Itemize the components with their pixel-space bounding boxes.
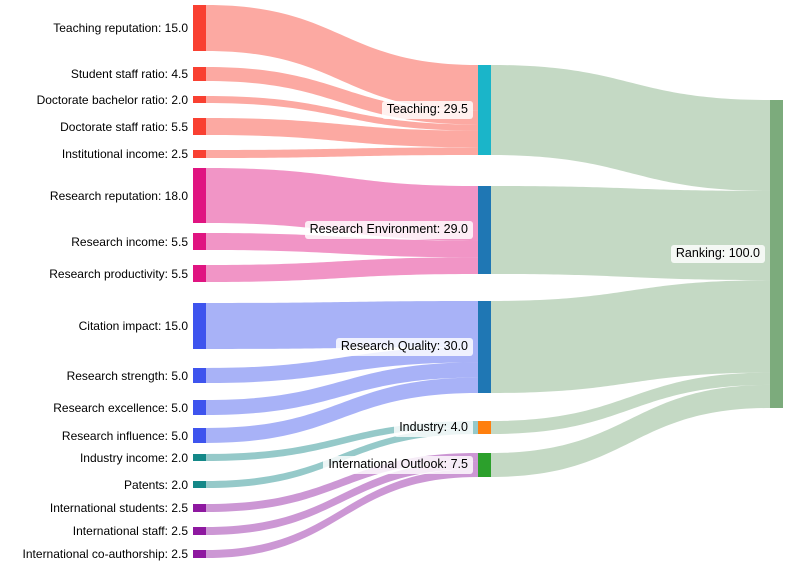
node-label-research_productivity: Research productivity: 5.5 — [49, 266, 188, 281]
node-label-industry: Industry: 4.0 — [394, 418, 473, 437]
sankey-node-international_staff[interactable] — [193, 527, 206, 535]
node-label-student_staff_ratio: Student staff ratio: 4.5 — [70, 67, 188, 81]
sankey-node-research_reputation[interactable] — [193, 168, 206, 223]
sankey-link-international_staff-to-international_outlook[interactable] — [206, 461, 478, 535]
node-label-industry_income: Industry income: 2.0 — [79, 450, 188, 465]
sankey-node-student_staff_ratio[interactable] — [193, 67, 206, 81]
sankey-link-international_coauthorship-to-international_outlook[interactable] — [206, 469, 478, 558]
sankey-node-research_income[interactable] — [193, 233, 206, 250]
node-label-citation_impact: Citation impact: 15.0 — [78, 319, 188, 333]
sankey-link-institutional_income-to-teaching[interactable] — [206, 147, 478, 158]
sankey-node-international_outlook[interactable] — [478, 453, 491, 477]
sankey-node-teaching[interactable] — [478, 65, 491, 155]
sankey-link-teaching-to-ranking[interactable] — [491, 65, 770, 191]
sankey-node-research_excellence[interactable] — [193, 400, 206, 415]
node-label-research_excellence: Research excellence: 5.0 — [53, 400, 188, 415]
node-label-research_environment: Research Environment: 29.0 — [304, 221, 473, 239]
sankey-link-citation_impact-to-research_quality[interactable] — [206, 301, 478, 349]
sankey-link-research_quality-to-ranking[interactable] — [491, 280, 770, 393]
sankey-node-international_students[interactable] — [193, 504, 206, 512]
node-label-research_strength: Research strength: 5.0 — [66, 368, 188, 383]
sankey-link-international_outlook-to-ranking[interactable] — [491, 384, 770, 477]
sankey-link-doctorate_bachelor_ratio-to-teaching[interactable] — [206, 96, 478, 131]
sankey-link-industry-to-ranking[interactable] — [491, 372, 770, 434]
sankey-link-international_students-to-international_outlook[interactable] — [206, 453, 478, 512]
node-label-research_influence: Research influence: 5.0 — [61, 428, 188, 443]
sankey-link-research_income-to-research_environment[interactable] — [206, 233, 478, 258]
sankey-link-research_strength-to-research_quality[interactable] — [206, 347, 478, 383]
node-label-ranking: Ranking: 100.0 — [670, 245, 765, 263]
node-label-teaching_reputation: Teaching reputation: 15.0 — [53, 21, 188, 35]
sankey-node-teaching_reputation[interactable] — [193, 5, 206, 51]
sankey-link-doctorate_staff_ratio-to-teaching[interactable] — [206, 118, 478, 148]
sankey-node-research_strength[interactable] — [193, 368, 206, 383]
sankey-node-institutional_income[interactable] — [193, 150, 206, 158]
sankey-node-patents[interactable] — [193, 481, 206, 488]
node-label-international_coauthorship: International co-authorship: 2.5 — [22, 547, 188, 561]
node-label-international_students: International students: 2.5 — [49, 501, 188, 515]
sankey-node-industry_income[interactable] — [193, 454, 206, 461]
node-label-doctorate_staff_ratio: Doctorate staff ratio: 5.5 — [60, 119, 188, 134]
sankey-link-research_environment-to-ranking[interactable] — [491, 186, 770, 281]
sankey-node-research_quality[interactable] — [478, 301, 491, 393]
node-label-doctorate_bachelor_ratio: Doctorate bachelor ratio: 2.0 — [36, 92, 188, 107]
sankey-node-citation_impact[interactable] — [193, 303, 206, 349]
node-label-research_reputation: Research reputation: 18.0 — [49, 188, 188, 203]
sankey-node-industry[interactable] — [478, 421, 491, 434]
node-label-patents: Patents: 2.0 — [123, 477, 188, 492]
node-label-research_quality: Research Quality: 30.0 — [335, 338, 473, 356]
sankey-link-research_productivity-to-research_environment[interactable] — [206, 257, 478, 282]
node-label-international_outlook: International Outlook: 7.5 — [323, 456, 473, 474]
sankey-link-teaching_reputation-to-teaching[interactable] — [206, 5, 478, 111]
sankey-node-doctorate_staff_ratio[interactable] — [193, 118, 206, 135]
sankey-node-doctorate_bachelor_ratio[interactable] — [193, 96, 206, 103]
sankey-node-ranking[interactable] — [770, 100, 783, 408]
sankey-link-research_excellence-to-research_quality[interactable] — [206, 362, 478, 415]
node-label-institutional_income: Institutional income: 2.5 — [61, 147, 188, 161]
node-label-research_income: Research income: 5.5 — [71, 234, 188, 249]
node-label-international_staff: International staff: 2.5 — [72, 524, 188, 538]
sankey-node-international_coauthorship[interactable] — [193, 550, 206, 558]
sankey-node-research_productivity[interactable] — [193, 265, 206, 282]
sankey-node-research_environment[interactable] — [478, 186, 491, 274]
node-label-teaching: Teaching: 29.5 — [381, 101, 473, 119]
sankey-link-research_influence-to-research_quality[interactable] — [206, 377, 478, 443]
sankey-node-research_influence[interactable] — [193, 428, 206, 443]
